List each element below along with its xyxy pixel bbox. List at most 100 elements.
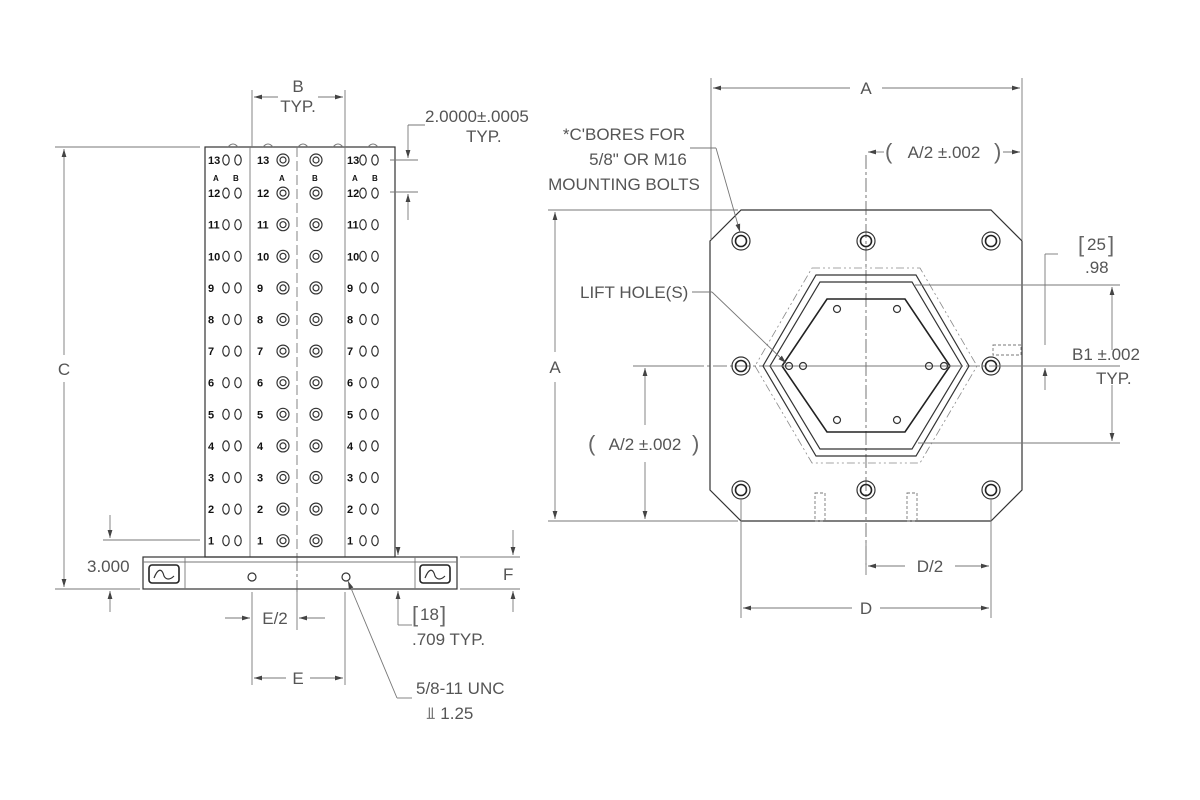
- lift-hole: [784, 361, 794, 371]
- row-label-left: 8: [208, 315, 214, 327]
- dim-c-label: C: [58, 360, 70, 379]
- row-label-right: 1: [347, 536, 353, 548]
- column-a-label-left: A: [213, 174, 219, 183]
- cbore-outer: [731, 231, 751, 251]
- hole-left-a: [222, 440, 230, 452]
- hex-outer: [762, 274, 970, 457]
- hole-right-a: [359, 154, 367, 166]
- hole-mid-b-inner: [312, 315, 320, 324]
- hole-left-b: [234, 282, 242, 294]
- cbore-outer: [731, 480, 751, 500]
- column-b-label-mid: B: [312, 174, 318, 183]
- bracket-18-close: ]: [440, 602, 446, 627]
- hole-left-a: [222, 187, 230, 199]
- paren-open-left: (: [588, 431, 596, 456]
- hole-left-a: [222, 471, 230, 484]
- row-label-left: 11: [208, 220, 220, 232]
- hole-right-b: [371, 154, 379, 166]
- hole-mid-b-outer: [309, 312, 323, 327]
- hole-left-a: [222, 345, 230, 357]
- bracket-25-value: 25: [1087, 235, 1106, 254]
- hole-mid-a-outer: [276, 534, 290, 548]
- cbore-inner: [984, 483, 998, 497]
- column-b-label-left: B: [233, 174, 239, 183]
- threaded-insert: [814, 492, 826, 522]
- row-label-mid: 2: [257, 504, 263, 516]
- inner-bolt: [892, 415, 902, 425]
- hole-mid-b-inner: [312, 284, 320, 292]
- hole-left-b: [234, 408, 242, 420]
- row-label-mid: 12: [257, 188, 269, 200]
- column-a-label-right: A: [352, 174, 358, 183]
- hole-mid-b-outer: [309, 407, 323, 421]
- dim-d-half-label: D/2: [917, 557, 943, 576]
- row-label-right: 12: [347, 188, 359, 200]
- top-view: A ( A/2 ±.002 ) *C'BORES FOR 5/8" OR M16…: [548, 78, 1140, 618]
- hole-left-b: [234, 250, 242, 262]
- hole-mid-b-inner: [312, 442, 320, 450]
- hole-right-a: [359, 345, 367, 357]
- row-label-mid: 3: [257, 473, 263, 485]
- hole-right-a: [359, 503, 367, 515]
- row-label-left: 7: [208, 346, 214, 358]
- base-tapped-hole-left: [247, 572, 257, 582]
- inner-bolt: [832, 415, 842, 425]
- cbore-note-line-2: 5/8" OR M16: [589, 150, 687, 169]
- hole-mid-a-outer: [276, 502, 290, 516]
- cbore-inner: [734, 234, 748, 248]
- paren-open-top: (: [885, 139, 893, 164]
- hole-right-b: [371, 535, 379, 547]
- hole-left-b: [234, 440, 242, 452]
- cbore-outer: [731, 356, 751, 376]
- hole-mid-b-outer: [309, 153, 323, 167]
- hole-right-a: [359, 471, 367, 484]
- row-label-right: 5: [347, 409, 353, 421]
- hole-mid-b-inner: [312, 252, 320, 260]
- logo-badge-left: [148, 564, 180, 584]
- row-label-right: 11: [347, 220, 359, 232]
- hole-mid-b-inner: [312, 156, 320, 164]
- hole-left-a: [222, 154, 230, 166]
- hole-left-a: [222, 219, 230, 231]
- cbore-inner: [859, 234, 873, 248]
- logo-badge-right: [419, 564, 451, 584]
- hole-mid-b-inner: [312, 537, 320, 545]
- dim-d-label: D: [860, 599, 872, 618]
- hole-mid-a-inner: [279, 505, 287, 513]
- hole-mid-b-outer: [309, 439, 323, 453]
- dim-e-label: E: [292, 669, 303, 688]
- hole-mid-a-outer: [276, 470, 290, 485]
- base-tapped-hole-right: [341, 572, 351, 582]
- hole-mid-b-inner: [312, 410, 320, 418]
- row-label-mid: 11: [257, 220, 269, 232]
- dim-98-label: .98: [1085, 258, 1109, 277]
- hole-mid-a-outer: [276, 344, 290, 358]
- column-b-label-right: B: [372, 174, 378, 183]
- hole-mid-b-outer: [309, 344, 323, 358]
- cbore-outer: [856, 231, 876, 251]
- hole-mid-a-outer: [276, 186, 290, 200]
- hole-mid-b-inner: [312, 221, 320, 229]
- row-label-left: 2: [208, 504, 214, 516]
- cbore-inner: [734, 483, 748, 497]
- cbore-inner: [734, 359, 748, 373]
- column-a-label-mid: A: [279, 174, 285, 183]
- hole-left-b: [234, 187, 242, 199]
- dim-a-horizontal: A: [860, 79, 872, 98]
- dim-a-half-top: A/2 ±.002: [908, 143, 981, 162]
- hole-mid-a-inner: [279, 537, 287, 545]
- hole-mid-b-outer: [309, 502, 323, 516]
- hole-left-a: [222, 408, 230, 420]
- row-label-left: 13: [208, 155, 220, 167]
- hole-right-a: [359, 313, 367, 326]
- hole-mid-b-inner: [312, 473, 320, 482]
- thread-depth-label: ⫫ 1.25: [426, 704, 473, 723]
- row-label-right: 2: [347, 504, 353, 516]
- hole-right-a: [359, 535, 367, 547]
- row-label-right: 13: [347, 155, 359, 167]
- hole-mid-a-outer: [276, 312, 290, 327]
- row-label-mid: 10: [257, 251, 269, 263]
- row-label-mid: 4: [257, 441, 264, 453]
- hole-mid-b-inner: [312, 505, 320, 513]
